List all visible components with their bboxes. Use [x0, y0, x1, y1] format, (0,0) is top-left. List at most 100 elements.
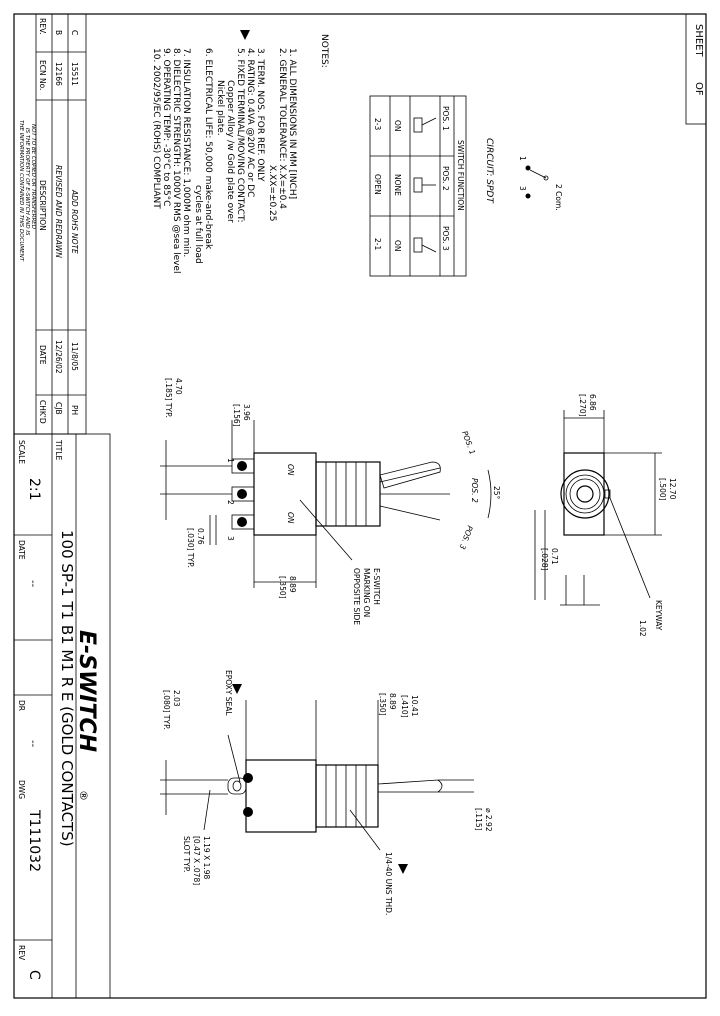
dr-label: DR [17, 700, 26, 711]
terminal-com-dot [543, 175, 549, 181]
pos1-state: ON [393, 120, 402, 132]
note-6-cont: cycles at full load [193, 185, 203, 264]
sheet-of-label: OF [693, 82, 704, 96]
lever-pos1 [379, 467, 441, 483]
slot-leader [203, 789, 211, 831]
rev-b-letter: B [54, 30, 63, 35]
toggle-pos2-icon [413, 177, 436, 193]
terminal-1-lug [237, 461, 247, 471]
rev-b-ecn: 12166 [54, 62, 63, 86]
notes-heading: NOTES: [319, 34, 329, 68]
terminal-1-number: 1 [226, 458, 235, 463]
front-lever [377, 779, 443, 793]
dim-2-92: ⌀ 2.92 [484, 808, 493, 832]
angle-label: 25° [492, 486, 501, 500]
keyway-leader [609, 497, 651, 599]
rev-value: C [26, 970, 42, 980]
scale-value: 2:1 [26, 478, 42, 501]
header-pos-3: POS. 3 [441, 226, 450, 251]
terminal-3-number: 3 [226, 536, 235, 541]
rev-c-ecn: 15511 [70, 62, 79, 86]
circuit-contact-line [529, 169, 547, 179]
note-2-cont: X.XX=±0.25 [267, 165, 277, 221]
title-block: SCALE 2:1 DATE -- DR -- DWG T111032 REV … [13, 433, 111, 999]
note-7: 7. INSULATION RESISTANCE: 1,000M ohm min… [181, 48, 191, 257]
rev-c-description: ADD ROHS NOTE [70, 189, 79, 254]
terminal-3-label: 3 [518, 186, 527, 191]
front-terminal-lug [227, 777, 247, 795]
notes: NOTES: 1. ALL DIMENSIONS IN MM [INCH] 2.… [151, 30, 329, 273]
dim-4-70-inch: [.185] TYP. [164, 378, 173, 418]
keyway-depth-dim: 0.71 [550, 548, 559, 565]
lever-pos3 [379, 505, 441, 521]
dim-3-96-inch: [.156] [232, 404, 241, 427]
angle-arc [487, 469, 492, 519]
switch-function-title: SWITCH FUNCTION [456, 140, 465, 211]
rev-header-ecn: ECN No. [38, 60, 47, 90]
rev-header-date: DATE [38, 345, 47, 365]
keyway-notch [604, 489, 611, 499]
dwg-label: DWG [17, 780, 26, 799]
rev-b-date: 12/26/02 [54, 340, 63, 374]
revision-block: REV. ECN No. DESCRIPTION DATE CHK'D B 12… [13, 13, 87, 435]
note-4: 4. RATING: 0.4VA @20V AC or DC [245, 48, 255, 197]
disclaimer-line-2: IS THE PROPERTY OF E-SWITCH AND IS [24, 128, 30, 236]
dim-4-70: 4.70 [174, 378, 183, 395]
thread-label: 1/4-40 UNS THD. [384, 852, 393, 915]
date-label: DATE [17, 540, 26, 560]
terminal-2-number: 2 [226, 500, 235, 505]
circuit-diagram: CIRCUIT: SPDT 2 Com. 1 3 [484, 138, 563, 211]
pos1-connection: 2-3 [373, 118, 382, 130]
rev-c-chkd: PH [70, 405, 79, 415]
dim-3-96: 3.96 [242, 404, 251, 421]
epoxy-seal-label: EPOXY SEAL [224, 670, 233, 716]
drawing-title: 100 SP-1 T1 B1 M1 R E (GOLD CONTACTS) [58, 530, 76, 847]
sheet-border [13, 13, 707, 999]
slot-dim-1: 1.19 X 1.98 [202, 836, 211, 880]
end-view: 6.86 [.270] 12.70 [.500] 0.71 [.028] 1.0… [534, 394, 677, 637]
toggle-pos1-icon [413, 117, 437, 133]
terminal-3-lug [237, 517, 247, 527]
lever-tip [576, 485, 594, 503]
dim-10-41: 10.41 [410, 695, 419, 717]
marking-label-1: E-SWITCH [372, 568, 381, 605]
marking-label-2: MARKING ON [362, 568, 371, 617]
side-view-body [253, 452, 317, 536]
epoxy-leader [227, 734, 241, 783]
note-10: 10. 2002/95/EC (ROHS) COMPLIANT [151, 48, 161, 209]
scale-label: SCALE [17, 440, 26, 464]
note-6: 6. ELECTRICAL LIFE: 50,000 make-and-brea… [203, 48, 213, 250]
toggle-pos3-icon [413, 237, 437, 253]
end-width-dim-inch: [.270] [578, 394, 587, 417]
pos3-connection: 2-1 [373, 238, 382, 250]
dim-2-92-inch: [.115] [474, 808, 483, 831]
dim-10-41-inch: [.410] [400, 695, 409, 718]
disclaimer-line-3: NOT TO BE COPIED OR TRANSFERRED [30, 124, 36, 229]
end-height-dim: 12.70 [668, 478, 677, 500]
disclaimer-line-1: THE INFORMATION CONTAINED IN THIS DOCUME… [18, 120, 24, 262]
switch-function-table: SWITCH FUNCTION POS. 1 POS. 2 POS. 3 ON … [369, 95, 467, 277]
pos2-connection: OPEN [373, 174, 382, 195]
terminal-1-dot [525, 165, 531, 171]
sheet-label: SHEET [693, 24, 704, 58]
note-5: 5. FIXED TERMINAL/MOVING CONTACT: [235, 48, 245, 223]
front-view-bushing [315, 764, 379, 828]
pos3-state: ON [393, 240, 402, 252]
note-9: 9. OPERATING TEMP: -30°C to 85°C [161, 48, 171, 206]
brand-registered-mark: ® [77, 790, 90, 801]
rev-c-date: 11/8/05 [70, 342, 79, 371]
keyway-depth-dim-inch: [.028] [540, 548, 549, 571]
slot-dim-3: SLOT TYP. [182, 836, 191, 872]
brand-logo: E-SWITCH [74, 630, 99, 752]
rev-header-description: DESCRIPTION [38, 180, 47, 231]
title-label: TITLE [54, 439, 63, 461]
dim-8-89-front-inch: [.350] [378, 693, 387, 716]
revision-triangle-epoxy [232, 684, 242, 694]
front-view-body [245, 759, 317, 833]
slot-dim-2: [0.47 X .078] [192, 836, 201, 885]
circuit-title: CIRCUIT: SPDT [484, 138, 494, 204]
rev-header-rev: REV. [38, 18, 47, 35]
end-height-dim-inch: [.500] [658, 478, 667, 501]
